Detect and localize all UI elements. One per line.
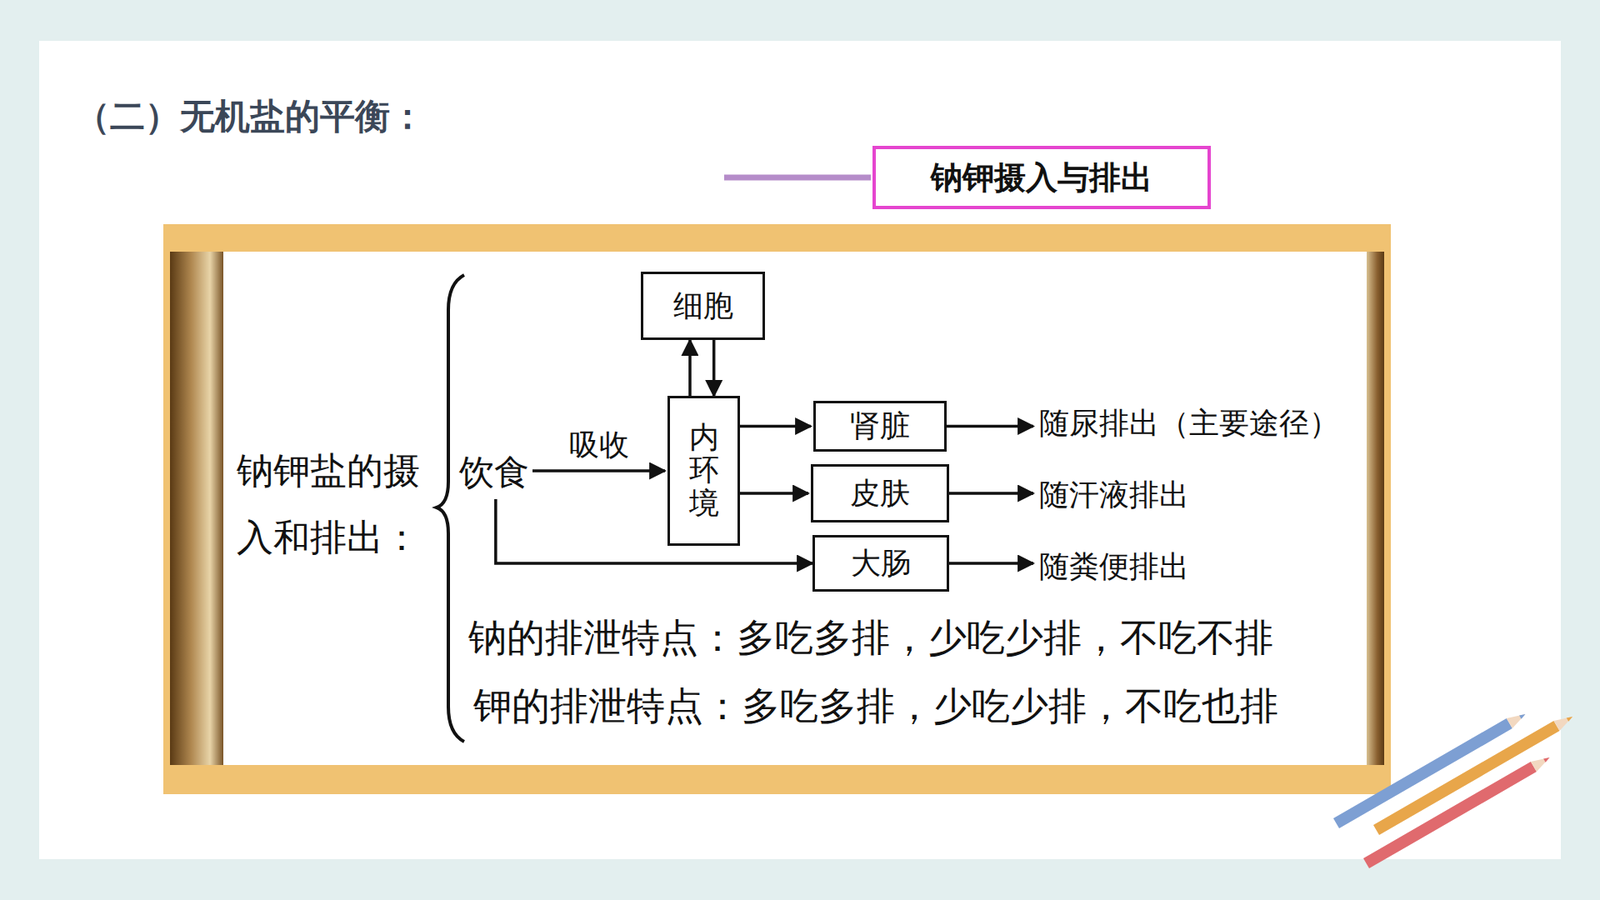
- outcome-text: 随汗液排出: [1035, 473, 1193, 518]
- section-tag: 钠钾摄入与排出: [872, 145, 1211, 210]
- node-text: 钠钾摄入与排出: [930, 156, 1153, 200]
- organ-box: 肾脏: [813, 400, 947, 452]
- slide-title: （二）无机盐的平衡：: [75, 93, 425, 140]
- node-text: 皮肤: [850, 473, 910, 515]
- flow-arrow: [946, 425, 1034, 429]
- node-text: 大肠: [850, 543, 911, 585]
- flow-arrow: [740, 491, 809, 495]
- note-text: 钾的排泄特点：多吃多排，少吃少排，不吃也排: [473, 683, 1279, 730]
- flow-arrow: [532, 469, 665, 473]
- flow-arrow: [688, 340, 692, 396]
- flow-arrow: [949, 491, 1034, 495]
- organ-box: 大肠: [812, 535, 950, 592]
- process-box: 细胞: [640, 271, 765, 340]
- note-text: 钠的排泄特点：多吃多排，少吃少排，不吃不排: [468, 615, 1274, 661]
- outcome-text: 随粪便排出: [1035, 545, 1193, 590]
- outcome-text: 随尿排出（主要途径）: [1035, 401, 1343, 446]
- node-text: 内环境: [689, 421, 720, 521]
- process-box: 内环境: [667, 395, 740, 546]
- flow-arrow: [740, 425, 811, 429]
- node-text: 饮食: [459, 449, 530, 496]
- node-text: 随粪便排出: [1039, 546, 1190, 588]
- node-text: 肾脏: [850, 405, 910, 447]
- flow-arrow: [949, 561, 1034, 565]
- topic-label: 钠钾盐的摄入和排出：: [236, 438, 437, 572]
- flow-arrow: [712, 340, 716, 396]
- source-text: 饮食: [455, 447, 533, 498]
- edge-label: 吸收: [566, 425, 632, 466]
- organ-box: 皮肤: [810, 464, 950, 523]
- node-text: 随尿排出（主要途径）: [1039, 403, 1340, 445]
- pencils: [1333, 709, 1576, 869]
- node-text: 随汗液排出: [1039, 475, 1190, 516]
- flow-arrow: [495, 499, 813, 564]
- node-text: 细胞: [673, 285, 734, 327]
